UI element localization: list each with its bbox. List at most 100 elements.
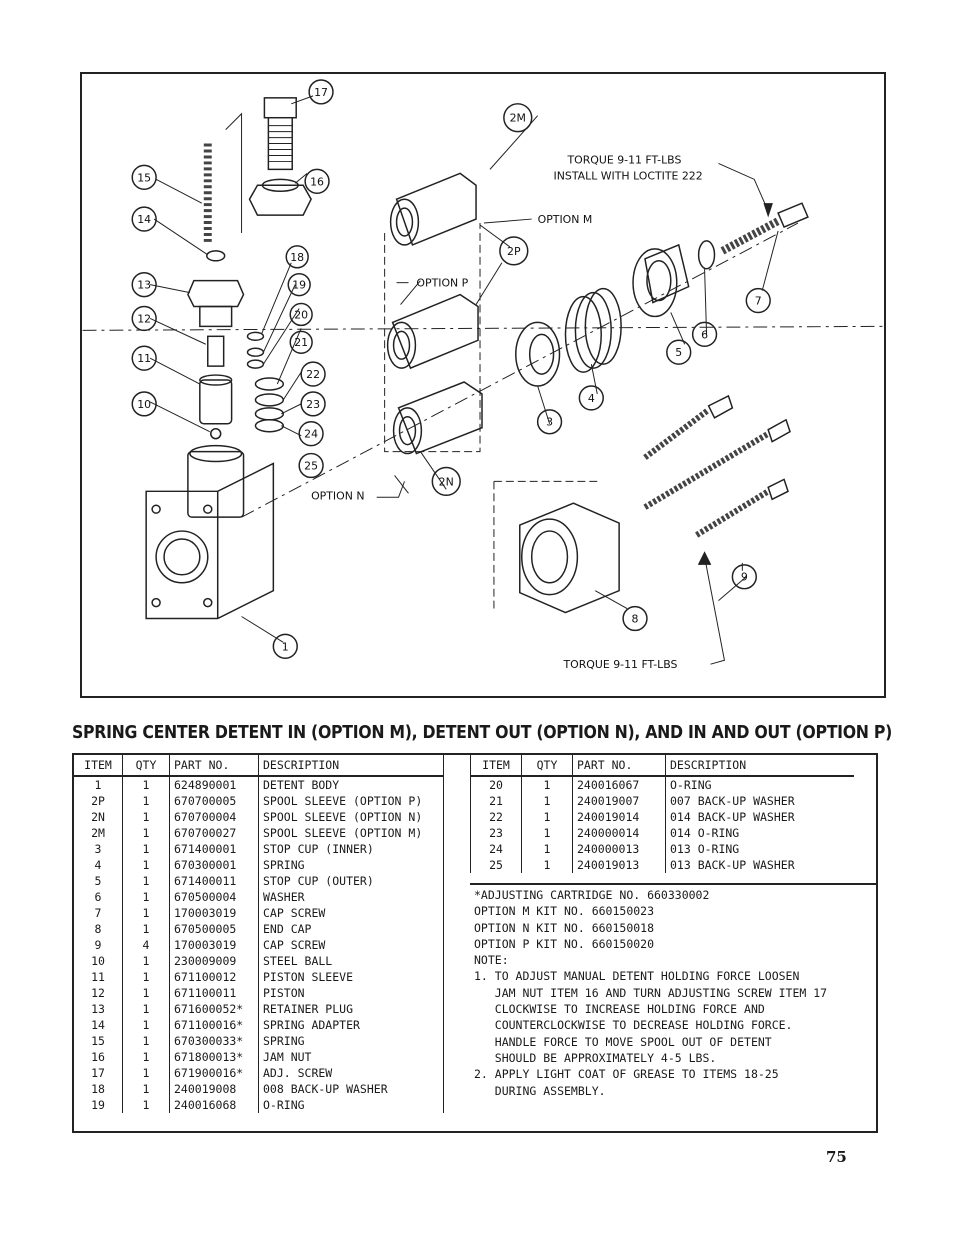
part-number-cell: 671800013* xyxy=(169,1049,259,1065)
qty-cell: 1 xyxy=(122,953,170,969)
description-cell: SPOOL SLEEVE (OPTION P) xyxy=(258,793,444,809)
option-p-label: OPTION P xyxy=(416,277,468,290)
qty-cell: 1 xyxy=(521,793,573,809)
part-number-cell: 671100012 xyxy=(169,969,259,985)
note-1-line-3: CLOCKWISE TO INCREASE HOLDING FORCE AND xyxy=(474,1002,765,1017)
part-number-cell: 230009009 xyxy=(169,953,259,969)
kit-n: OPTION N KIT NO. 660150018 xyxy=(474,920,655,935)
item-cell: 9 xyxy=(74,937,123,953)
description-cell: 013 O-RING xyxy=(665,841,854,857)
item-cell: 13 xyxy=(74,1001,123,1017)
part-number-cell: 240019008 xyxy=(169,1081,259,1097)
item-cell: 11 xyxy=(74,969,123,985)
part-number-cell: 240000014 xyxy=(572,825,666,841)
description-cell: ADJ. SCREW xyxy=(258,1065,444,1081)
item-cell: 14 xyxy=(74,1017,123,1033)
col-header-desc: DESCRIPTION xyxy=(258,755,444,777)
torque-bottom-label: TORQUE 9-11 FT-LBS xyxy=(562,658,677,671)
item-cell: 19 xyxy=(74,1097,123,1113)
qty-cell: 1 xyxy=(521,825,573,841)
part-number-cell: 240016068 xyxy=(169,1097,259,1113)
qty-cell: 1 xyxy=(122,841,170,857)
callout-2m: 2M xyxy=(510,112,526,125)
description-cell: 014 O-RING xyxy=(665,825,854,841)
item-cell: 8 xyxy=(74,921,123,937)
item-cell: 24 xyxy=(470,841,522,857)
callout-13: 13 xyxy=(137,279,151,292)
callout-1: 1 xyxy=(282,640,289,653)
item-cell: 3 xyxy=(74,841,123,857)
description-cell: CAP SCREW xyxy=(258,937,444,953)
item-cell: 12 xyxy=(74,985,123,1001)
qty-cell: 1 xyxy=(521,809,573,825)
qty-cell: 1 xyxy=(122,1081,170,1097)
description-cell: 007 BACK-UP WASHER xyxy=(665,793,854,809)
callout-17: 17 xyxy=(314,86,328,99)
description-cell: RETAINER PLUG xyxy=(258,1001,444,1017)
part-number-cell: 670700004 xyxy=(169,809,259,825)
note-label: NOTE: xyxy=(474,953,509,968)
callout-2n: 2N xyxy=(439,475,454,488)
item-cell: 2P xyxy=(74,793,123,809)
cartridge-note: *ADJUSTING CARTRIDGE NO. 660330002 xyxy=(474,888,710,902)
qty-cell: 1 xyxy=(122,969,170,985)
description-cell: SPRING ADAPTER xyxy=(258,1017,444,1033)
item-cell: 22 xyxy=(470,809,522,825)
part-number-cell: 671600052* xyxy=(169,1001,259,1017)
part-number-cell: 671400001 xyxy=(169,841,259,857)
col-header-item: ITEM xyxy=(74,755,123,777)
item-cell: 5 xyxy=(74,873,123,889)
description-cell: 013 BACK-UP WASHER xyxy=(665,857,854,873)
callout-14: 14 xyxy=(137,213,151,226)
part-number-cell: 670300033* xyxy=(169,1033,259,1049)
part-number-cell: 670500004 xyxy=(169,889,259,905)
callout-4: 4 xyxy=(588,392,595,405)
item-cell: 10 xyxy=(74,953,123,969)
qty-cell: 1 xyxy=(122,873,170,889)
callout-11: 11 xyxy=(137,352,151,365)
callout-24: 24 xyxy=(304,428,318,441)
callout-22: 22 xyxy=(306,368,320,381)
description-cell: DETENT BODY xyxy=(258,776,444,793)
item-cell: 15 xyxy=(74,1033,123,1049)
part-number-cell: 670700027 xyxy=(169,825,259,841)
item-cell: 4 xyxy=(74,857,123,873)
kit-m: OPTION M KIT NO. 660150023 xyxy=(474,904,655,919)
qty-cell: 1 xyxy=(122,905,170,921)
description-cell: 008 BACK-UP WASHER xyxy=(258,1081,444,1097)
part-number-cell: 240000013 xyxy=(572,841,666,857)
item-cell: 21 xyxy=(470,793,522,809)
description-cell: SPRING xyxy=(258,857,444,873)
part-number-cell: 624890001 xyxy=(169,776,259,793)
description-cell: WASHER xyxy=(258,889,444,905)
callout-19: 19 xyxy=(292,279,306,292)
description-cell: STEEL BALL xyxy=(258,953,444,969)
part-number-cell: 671400011 xyxy=(169,873,259,889)
callout-6: 6 xyxy=(701,328,708,341)
description-cell: SPOOL SLEEVE (OPTION M) xyxy=(258,825,444,841)
description-cell: PISTON SLEEVE xyxy=(258,969,444,985)
callout-20: 20 xyxy=(294,308,308,321)
note-1-line-5: HANDLE FORCE TO MOVE SPOOL OUT OF DETENT xyxy=(474,1034,772,1049)
page-number: 75 xyxy=(826,1148,847,1166)
col-header-qty: QTY xyxy=(122,755,170,777)
item-cell: 2N xyxy=(74,809,123,825)
qty-cell: 1 xyxy=(122,985,170,1001)
